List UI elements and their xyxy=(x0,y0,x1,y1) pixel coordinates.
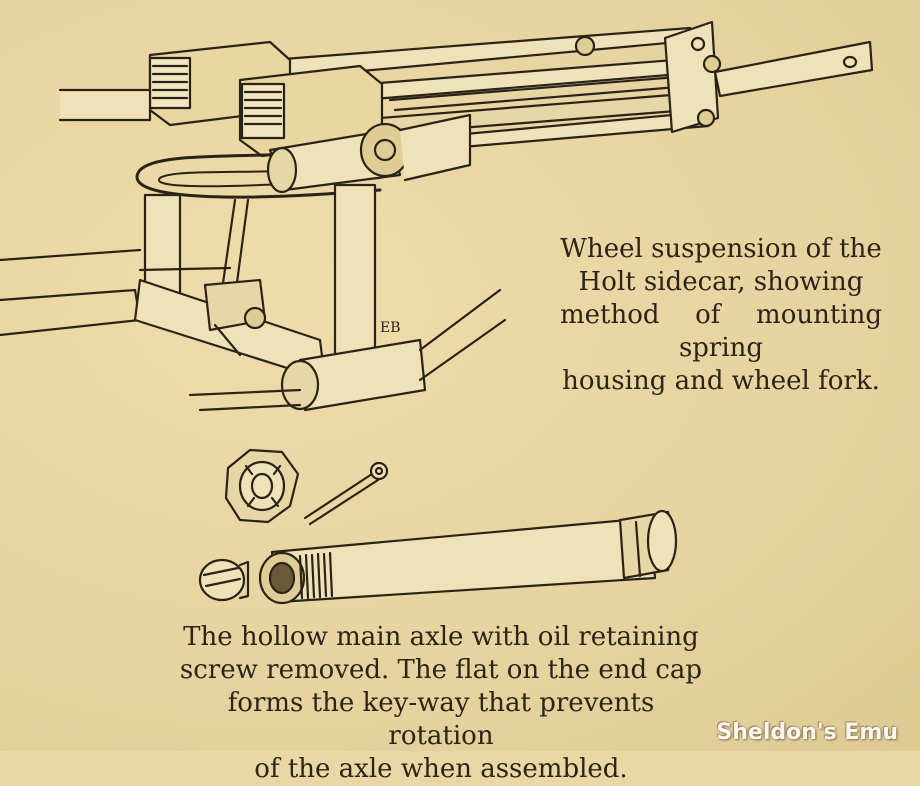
suspension-illustration: EB xyxy=(0,20,874,605)
split-pin-icon xyxy=(303,461,389,526)
caption-line: Holt sidecar, showing xyxy=(578,267,864,297)
castle-nut-icon xyxy=(224,448,300,524)
caption-line: of the axle when assembled. xyxy=(254,754,628,784)
caption-line: housing and wheel fork. xyxy=(562,366,880,396)
watermark: Sheldon's Emu xyxy=(716,720,898,745)
axle-parts-illustration xyxy=(198,448,678,605)
caption-suspension: Wheel suspension of the Holt sidecar, sh… xyxy=(560,233,882,398)
caption-line: The hollow main axle with oil retaining xyxy=(183,622,699,652)
caption-line: forms the key-way that prevents rotation xyxy=(227,688,655,751)
caption-line: Wheel suspension of the xyxy=(560,234,882,264)
hollow-axle-icon xyxy=(258,509,678,605)
caption-line: method of mounting spring xyxy=(560,300,882,363)
caption-axle: The hollow main axle with oil retaining … xyxy=(176,621,706,786)
caption-line: screw removed. The flat on the end cap xyxy=(179,655,703,685)
artist-mark: EB xyxy=(380,320,401,336)
oil-retaining-screw-icon xyxy=(198,558,250,602)
